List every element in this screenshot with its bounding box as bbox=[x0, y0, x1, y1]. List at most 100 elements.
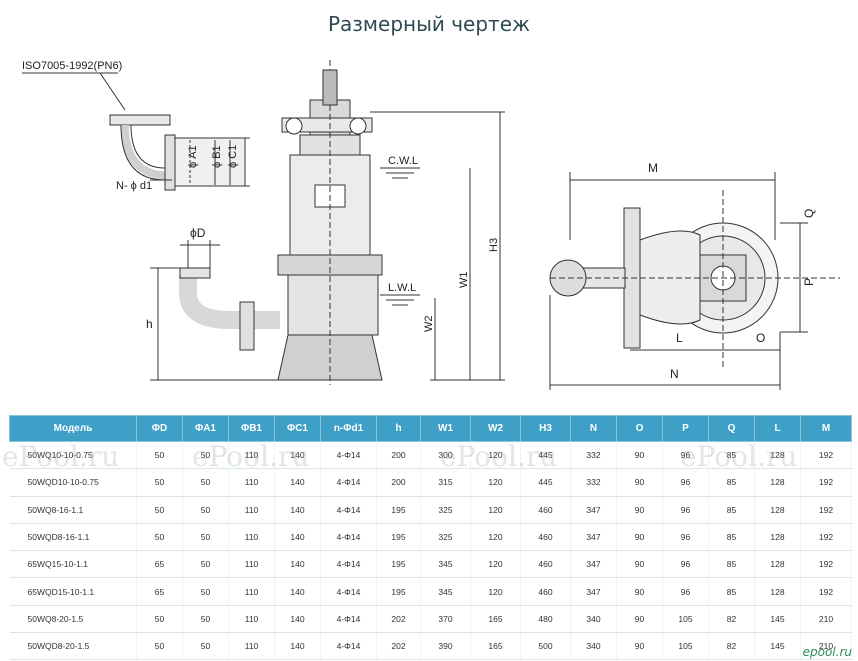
value-cell: 120 bbox=[470, 577, 521, 606]
value-cell: 195 bbox=[376, 550, 421, 579]
column-header: ΦA1 bbox=[182, 415, 229, 442]
value-cell: 90 bbox=[616, 496, 663, 524]
value-cell: 50 bbox=[136, 632, 183, 661]
model-cell: 65WQD15-10-1.1 bbox=[9, 577, 137, 606]
value-cell: 128 bbox=[754, 577, 801, 606]
value-cell: 110 bbox=[228, 523, 275, 552]
column-header: H3 bbox=[520, 415, 571, 442]
value-cell: 390 bbox=[420, 632, 471, 661]
flange-hole-label: N- ϕ d1 bbox=[116, 180, 152, 192]
column-header: ΦC1 bbox=[274, 415, 321, 442]
value-cell: 4-Φ14 bbox=[320, 632, 377, 661]
value-cell: 4-Φ14 bbox=[320, 550, 377, 579]
value-cell: 347 bbox=[570, 550, 617, 579]
standard-label: ISO7005-1992(PN6) bbox=[22, 60, 122, 72]
value-cell: 90 bbox=[616, 441, 663, 470]
value-cell: 325 bbox=[420, 523, 471, 552]
value-cell: 140 bbox=[274, 523, 321, 552]
value-cell: 460 bbox=[520, 550, 571, 579]
value-cell: 90 bbox=[616, 577, 663, 606]
value-cell: 128 bbox=[754, 550, 801, 579]
model-cell: 50WQD8-20-1.5 bbox=[9, 632, 137, 661]
column-header: P bbox=[662, 415, 709, 442]
value-cell: 145 bbox=[754, 605, 801, 634]
column-header: M bbox=[800, 415, 852, 442]
value-cell: 140 bbox=[274, 441, 321, 470]
value-cell: 347 bbox=[570, 523, 617, 552]
value-cell: 300 bbox=[420, 441, 471, 470]
value-cell: 105 bbox=[662, 632, 709, 661]
value-cell: 195 bbox=[376, 577, 421, 606]
value-cell: 65 bbox=[136, 550, 183, 579]
value-cell: 200 bbox=[376, 441, 421, 470]
value-cell: 200 bbox=[376, 468, 421, 497]
p-label: P bbox=[802, 278, 816, 286]
value-cell: 96 bbox=[662, 577, 709, 606]
column-header: Q bbox=[708, 415, 755, 442]
model-cell: 50WQ10-10-0.75 bbox=[9, 441, 137, 470]
value-cell: 82 bbox=[708, 632, 755, 661]
value-cell: 210 bbox=[800, 632, 852, 661]
value-cell: 460 bbox=[520, 496, 571, 524]
value-cell: 202 bbox=[376, 605, 421, 634]
value-cell: 90 bbox=[616, 605, 663, 634]
value-cell: 140 bbox=[274, 577, 321, 606]
w1-label: W1 bbox=[458, 272, 470, 289]
value-cell: 50 bbox=[182, 523, 229, 552]
value-cell: 110 bbox=[228, 550, 275, 579]
value-cell: 445 bbox=[520, 441, 571, 470]
value-cell: 120 bbox=[470, 496, 521, 524]
column-header: h bbox=[376, 415, 421, 442]
value-cell: 128 bbox=[754, 496, 801, 524]
value-cell: 140 bbox=[274, 550, 321, 579]
d-label: ϕD bbox=[190, 226, 206, 240]
value-cell: 140 bbox=[274, 496, 321, 524]
value-cell: 110 bbox=[228, 441, 275, 470]
value-cell: 110 bbox=[228, 605, 275, 634]
value-cell: 120 bbox=[470, 550, 521, 579]
value-cell: 202 bbox=[376, 632, 421, 661]
value-cell: 165 bbox=[470, 632, 521, 661]
value-cell: 4-Φ14 bbox=[320, 523, 377, 552]
column-header: O bbox=[616, 415, 663, 442]
value-cell: 96 bbox=[662, 441, 709, 470]
a1-label: ϕ A1 bbox=[187, 145, 199, 168]
page-title: Размерный чертеж bbox=[327, 12, 531, 36]
value-cell: 120 bbox=[470, 523, 521, 552]
value-cell: 50 bbox=[182, 577, 229, 606]
h-label: h bbox=[146, 317, 153, 331]
value-cell: 128 bbox=[754, 468, 801, 497]
value-cell: 96 bbox=[662, 550, 709, 579]
value-cell: 96 bbox=[662, 468, 709, 497]
value-cell: 110 bbox=[228, 468, 275, 497]
cwl-label: C.W.L bbox=[388, 155, 418, 167]
value-cell: 50 bbox=[136, 441, 183, 470]
value-cell: 332 bbox=[570, 441, 617, 470]
value-cell: 50 bbox=[182, 496, 229, 524]
column-header: W2 bbox=[470, 415, 521, 442]
value-cell: 50 bbox=[182, 550, 229, 579]
value-cell: 4-Φ14 bbox=[320, 605, 377, 634]
value-cell: 110 bbox=[228, 496, 275, 524]
value-cell: 370 bbox=[420, 605, 471, 634]
value-cell: 347 bbox=[570, 496, 617, 524]
value-cell: 480 bbox=[520, 605, 571, 634]
value-cell: 500 bbox=[520, 632, 571, 661]
value-cell: 345 bbox=[420, 550, 471, 579]
n-label: N bbox=[670, 367, 679, 381]
q-label: Q bbox=[802, 209, 816, 218]
value-cell: 192 bbox=[800, 550, 852, 579]
brand-logo: epool.ru bbox=[802, 645, 852, 659]
value-cell: 4-Φ14 bbox=[320, 577, 377, 606]
value-cell: 50 bbox=[182, 441, 229, 470]
w2-label: W2 bbox=[423, 316, 435, 333]
value-cell: 192 bbox=[800, 441, 852, 470]
m-label: M bbox=[648, 161, 658, 175]
value-cell: 110 bbox=[228, 577, 275, 606]
value-cell: 347 bbox=[570, 577, 617, 606]
value-cell: 120 bbox=[470, 468, 521, 497]
